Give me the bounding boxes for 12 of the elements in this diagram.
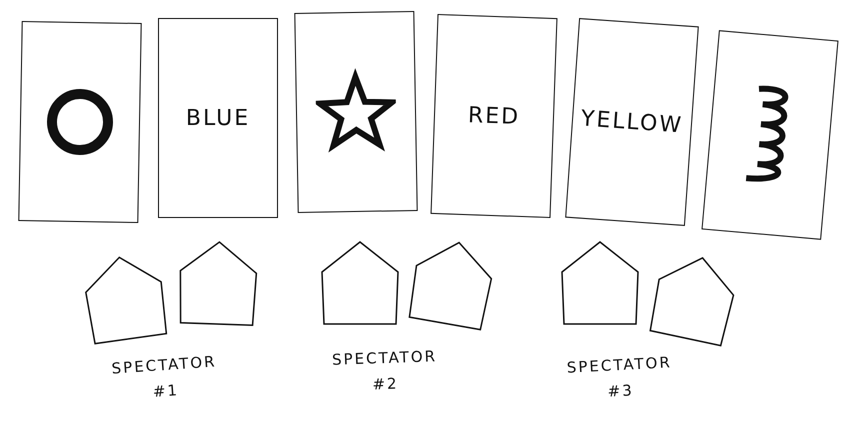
card-word: YELLOW [580,106,684,138]
card [294,10,418,214]
card-word: BLUE [186,106,250,130]
card [158,18,278,218]
pentagon-shape [320,240,400,326]
pentagon-shape [176,238,260,328]
spectator-label: SPECTATOR #3 [565,352,674,403]
spectator-label: SPECTATOR #2 [330,346,438,396]
card-word: RED [468,102,520,130]
spectator-label: SPECTATOR #1 [110,351,218,403]
pentagon-shape [560,240,640,326]
card [18,20,142,224]
